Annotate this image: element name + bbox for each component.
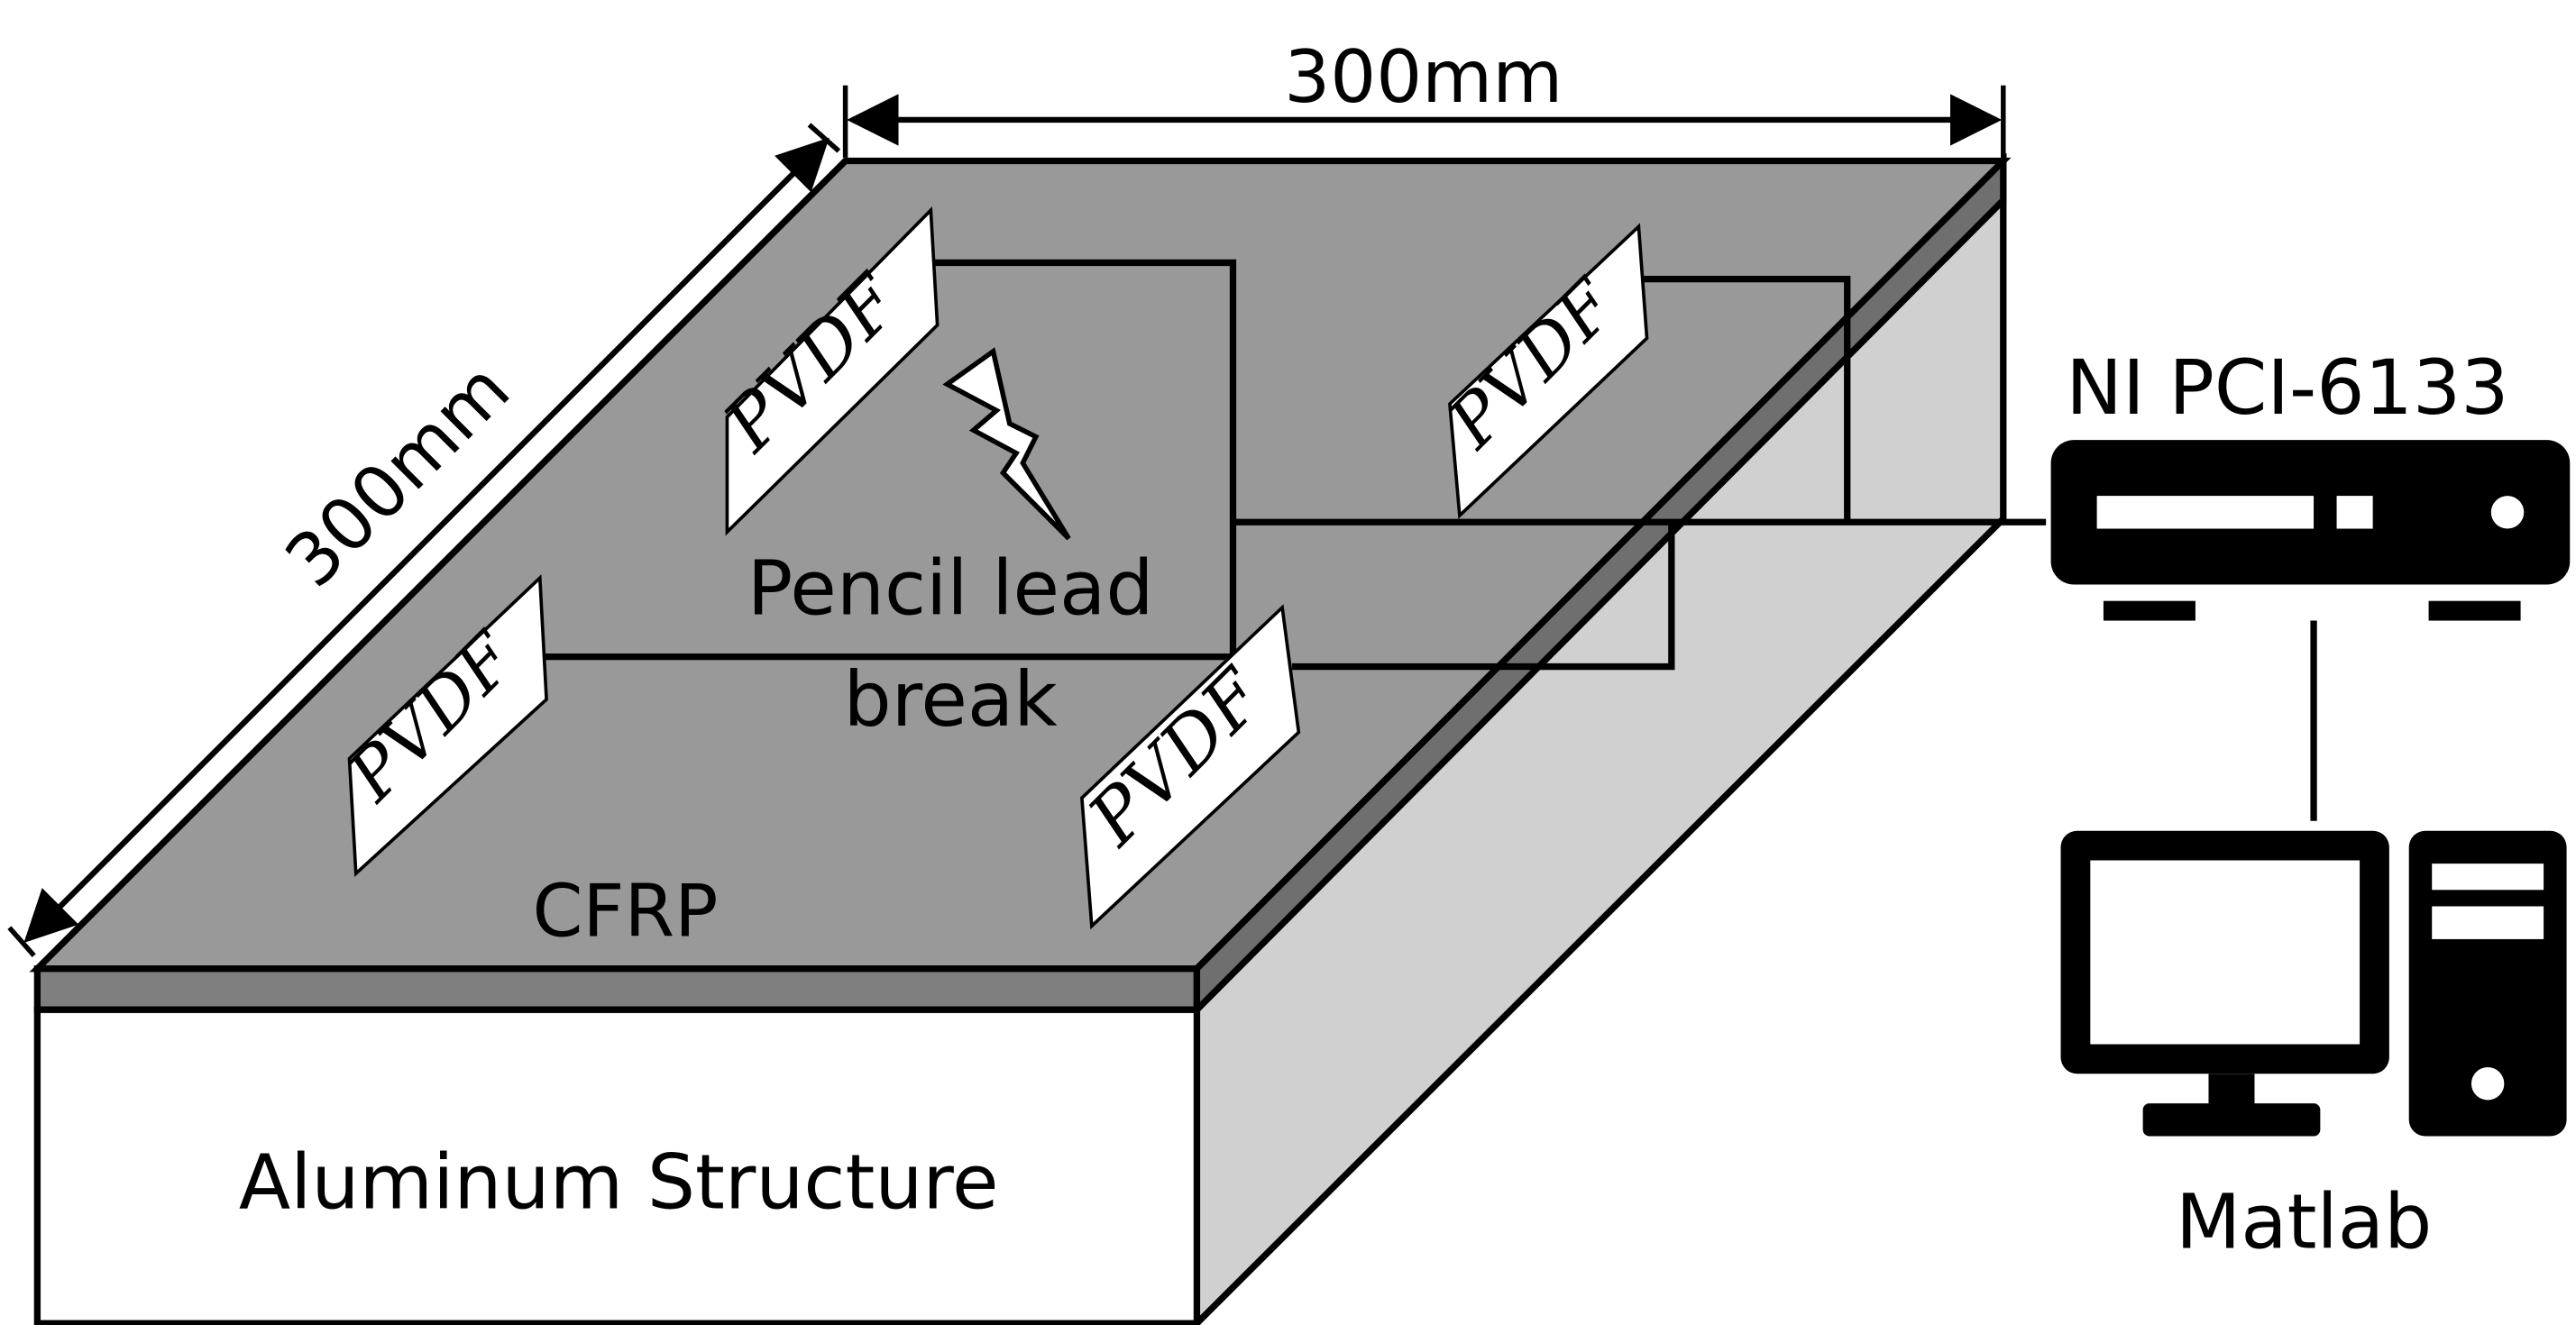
width-dimension-label: 300mm: [1284, 35, 1563, 119]
width-dimension: [842, 85, 2006, 158]
cfrp-label: CFRP: [532, 869, 718, 953]
excitation-label-line2: break: [844, 655, 1059, 744]
depth-dimension: [7, 123, 841, 957]
computer-tower-icon: [2408, 830, 2567, 1137]
computer-monitor-icon: [2060, 830, 2389, 1137]
aluminum-label: Aluminum Structure: [239, 1138, 999, 1227]
software-label: Matlab: [2176, 1177, 2432, 1266]
cfrp-right-edge: [1193, 152, 2007, 1019]
aluminum-front-face: [33, 1006, 1201, 1325]
cfrp-front-edge: [33, 965, 1201, 1013]
sensor-wires: [543, 259, 2317, 821]
daq-label: NI PCI-6133: [2066, 343, 2508, 432]
lightning-icon: [942, 347, 1071, 541]
daq-device-icon: [2050, 440, 2571, 621]
excitation-label-line1: Pencil lead: [747, 544, 1154, 632]
